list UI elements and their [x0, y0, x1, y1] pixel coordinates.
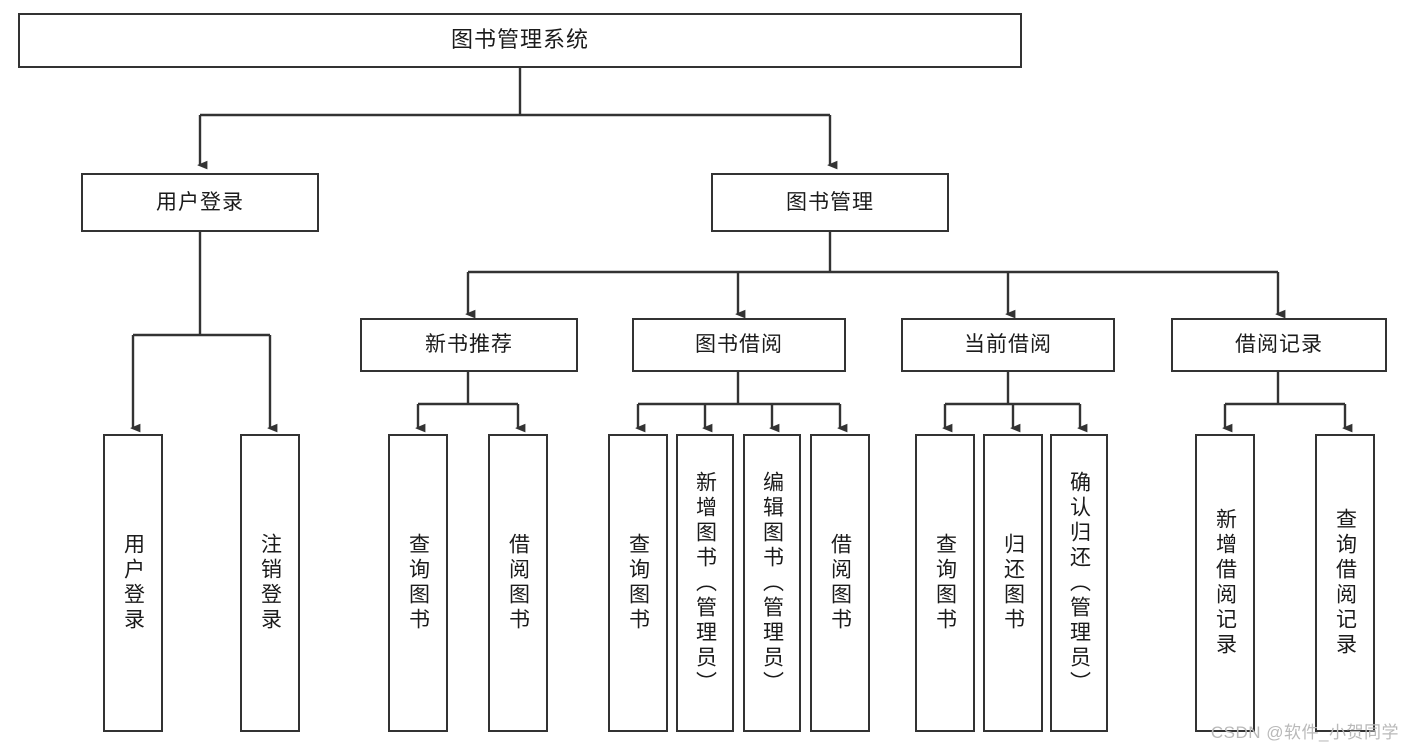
node-label: 图书管理系统 [450, 27, 589, 53]
node-label: 用户登录 [156, 190, 244, 214]
node-label: 借阅记录 [1235, 333, 1323, 357]
leaf-current-return-book[interactable]: 归还图书 [983, 434, 1043, 732]
node-current-borrow[interactable]: 当前借阅 [901, 318, 1115, 372]
node-label: 新书推荐 [425, 333, 513, 357]
leaf-borrow-edit-book-admin[interactable]: 编辑图书（管理员） [743, 434, 801, 732]
node-label: 借阅图书 [828, 533, 852, 633]
leaf-user-login-login[interactable]: 用户登录 [103, 434, 163, 732]
node-label: 注销登录 [258, 533, 282, 633]
node-label: 新增借阅记录 [1213, 508, 1237, 658]
node-label: 图书管理 [786, 190, 874, 214]
node-label: 编辑图书（管理员） [760, 470, 784, 696]
node-new-book-recommend[interactable]: 新书推荐 [360, 318, 578, 372]
node-root-system[interactable]: 图书管理系统 [18, 13, 1022, 68]
node-label: 归还图书 [1001, 533, 1025, 633]
csdn-watermark: CSDN @软件_小贺同学 [1210, 723, 1399, 742]
leaf-record-add-record[interactable]: 新增借阅记录 [1195, 434, 1255, 732]
leaf-borrow-add-book-admin[interactable]: 新增图书（管理员） [676, 434, 734, 732]
node-borrow-record[interactable]: 借阅记录 [1171, 318, 1387, 372]
node-label: 图书借阅 [695, 333, 783, 357]
node-label: 用户登录 [121, 533, 145, 633]
node-user-login[interactable]: 用户登录 [81, 173, 319, 232]
leaf-current-confirm-return-admin[interactable]: 确认归还（管理员） [1050, 434, 1108, 732]
node-book-borrow[interactable]: 图书借阅 [632, 318, 846, 372]
leaf-recommend-borrow-book[interactable]: 借阅图书 [488, 434, 548, 732]
node-label: 当前借阅 [964, 333, 1052, 357]
leaf-recommend-query-book[interactable]: 查询图书 [388, 434, 448, 732]
node-label: 查询图书 [933, 533, 957, 633]
leaf-current-query-book[interactable]: 查询图书 [915, 434, 975, 732]
node-label: 确认归还（管理员） [1067, 470, 1091, 696]
node-label: 查询借阅记录 [1333, 508, 1357, 658]
leaf-record-query-record[interactable]: 查询借阅记录 [1315, 434, 1375, 732]
node-book-management[interactable]: 图书管理 [711, 173, 949, 232]
node-label: 查询图书 [626, 533, 650, 633]
leaf-user-login-logout[interactable]: 注销登录 [240, 434, 300, 732]
node-label: 借阅图书 [506, 533, 530, 633]
leaf-borrow-borrow-book[interactable]: 借阅图书 [810, 434, 870, 732]
node-label: 新增图书（管理员） [693, 470, 717, 696]
leaf-borrow-query-book[interactable]: 查询图书 [608, 434, 668, 732]
node-label: 查询图书 [406, 533, 430, 633]
